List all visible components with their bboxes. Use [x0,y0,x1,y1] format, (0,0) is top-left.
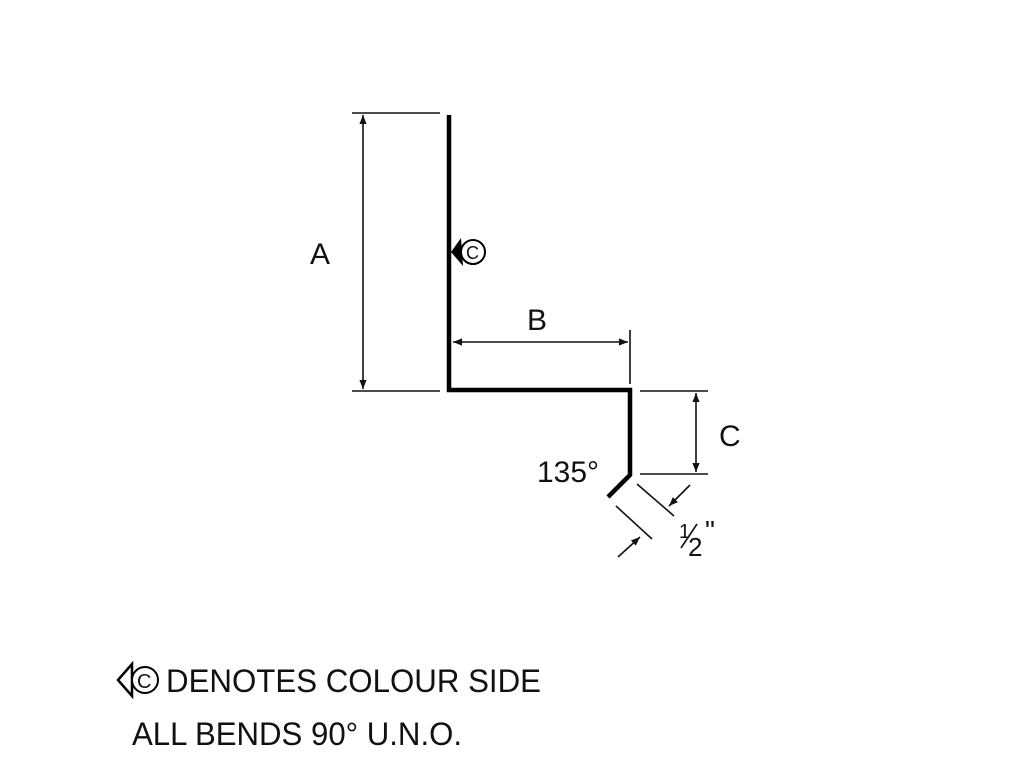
hem-label-num: 1 [679,521,690,543]
note-colour-side: DENOTES COLOUR SIDE [166,663,541,699]
note-bends: ALL BENDS 90° U.N.O. [132,716,462,752]
dimension-b: B [453,304,631,384]
colour-symbol-letter: C [466,243,479,263]
dimension-a-label: A [310,238,330,271]
dimension-c-label: C [719,420,741,453]
legend-colour-side-icon: C [116,660,159,700]
dimension-hem: 1 2 " [615,483,715,562]
dimension-b-label: B [527,304,547,337]
legend-colour-symbol-letter: C [137,671,151,693]
hem-label-unit: " [705,515,715,546]
dimension-a: A [310,112,440,392]
dimension-c: C [640,390,741,475]
hem-label-den: 2 [688,532,702,562]
colour-side-icon: C [451,238,486,266]
profile-outline [446,115,633,499]
bend-angle-label: 135° [537,456,599,489]
